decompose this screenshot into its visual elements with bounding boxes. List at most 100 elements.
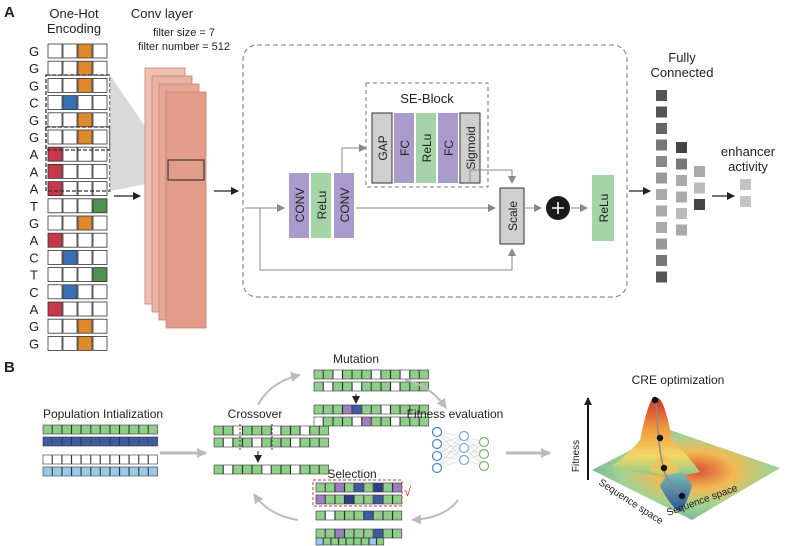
sequence-cell: [148, 466, 158, 477]
se-sigmoid-layer: Sigmoid: [459, 112, 481, 184]
onehot-cell: [77, 129, 93, 145]
onehot-cell: [77, 335, 93, 351]
onehot-cell: [62, 301, 78, 317]
sequence-cell: [338, 537, 347, 546]
onehot-cell: [92, 215, 108, 231]
sequence-cell: [382, 494, 393, 505]
nn-node: [478, 448, 490, 460]
sequence-cell: [342, 369, 353, 380]
sequence-cell: [380, 404, 391, 415]
fc-neuron: [694, 182, 705, 194]
sequence-cell: [323, 381, 333, 392]
sequence-cell: [353, 537, 362, 546]
sequence-cell: [380, 381, 391, 392]
population-title: Population Intialization: [43, 407, 163, 421]
sequence-cell: [373, 482, 383, 493]
sequence-cell: [371, 381, 381, 392]
selection-title: Selection: [327, 467, 376, 481]
onehot-title-2: Encoding: [47, 21, 101, 36]
sequence-cell: [334, 528, 345, 539]
sequence-cell: [330, 537, 339, 546]
sequence-cell: [352, 381, 362, 392]
sequence-cell: [400, 381, 410, 392]
sequence-cell: [71, 454, 82, 465]
sequence-cell: [409, 369, 420, 380]
onehot-cell: [47, 112, 63, 128]
fc-neuron: [676, 142, 687, 153]
sequence-cell: [280, 425, 291, 436]
mutation-title: Mutation: [333, 352, 379, 366]
sequence-cell: [119, 466, 130, 477]
onehot-cell: [62, 146, 78, 162]
onehot-cell: [77, 301, 93, 317]
sequence-cell: [232, 464, 243, 475]
sequence-cell: [344, 510, 355, 521]
sequence-cell: [315, 528, 326, 539]
crossover-sequences: [213, 424, 329, 475]
sequence-cell: [300, 464, 310, 475]
onehot-cell: [92, 112, 108, 128]
sequence-letter: G: [29, 61, 39, 76]
se-fc2-layer: FC: [438, 113, 458, 183]
sequence-cell: [315, 494, 326, 505]
sequence-cell: [392, 510, 403, 521]
sequence-cell: [42, 436, 53, 447]
onehot-cell: [62, 129, 78, 145]
fc-neuron: [676, 175, 687, 186]
sequence-cell: [361, 416, 372, 427]
sequence-cell: [52, 466, 62, 477]
sequence-cell: [400, 369, 410, 380]
onehot-cell: [62, 181, 78, 197]
nn-node: [431, 438, 443, 450]
nn-node: [478, 460, 490, 472]
output-label-1: enhancer: [721, 144, 776, 159]
onehot-cell: [77, 198, 93, 214]
onehot-cell: [77, 318, 93, 334]
sequence-letter: A: [30, 182, 39, 197]
population-sequences: ...: [42, 424, 158, 477]
onehot-cell: [62, 215, 78, 231]
sequence-cell: [61, 466, 72, 477]
onehot-cell: [92, 60, 108, 76]
sequence-cell: [232, 437, 243, 448]
conv-filter-size: filter size = 7: [153, 27, 215, 39]
sequence-cell: [129, 424, 139, 435]
sequence-cell: [81, 436, 91, 447]
fc-neuron: [656, 205, 667, 217]
onehot-cell: [62, 318, 78, 334]
sequence-cell: [71, 424, 82, 435]
onehot-cell: [47, 129, 63, 145]
sequence-cell: [319, 437, 329, 448]
onehot-cell: [77, 181, 93, 197]
fc-title-2: Connected: [651, 65, 714, 80]
sequence-cell: [325, 482, 335, 493]
sequence-letter: G: [29, 113, 39, 128]
sequence-cell: [81, 454, 91, 465]
sequence-cell: [363, 482, 374, 493]
sequence-cell: [390, 404, 401, 415]
onehot-cell: [77, 284, 93, 300]
onehot-cell: [92, 78, 108, 93]
fc-neuron: [656, 156, 667, 167]
onehot-cell: [47, 181, 63, 197]
sequence-letter: G: [29, 216, 39, 231]
onehot-cell: [77, 78, 93, 93]
sequence-cell: [129, 466, 139, 477]
sequence-cell: [290, 425, 301, 436]
relu-se-label: ReLu: [420, 134, 434, 163]
onehot-cell: [77, 112, 93, 128]
fc-neuron: [694, 199, 705, 210]
nn-node: [431, 450, 443, 462]
fc-neuron: [656, 255, 667, 266]
sequence-cell: [354, 510, 364, 521]
onehot-cell: [47, 301, 63, 317]
sequence-cell: [242, 425, 253, 436]
sequence-cell: [119, 424, 130, 435]
onehot-cell: [77, 146, 93, 162]
sequence-cell: [390, 381, 401, 392]
sequence-cell: [129, 436, 139, 447]
sequence-cell: [42, 454, 53, 465]
sequence-cell: [325, 510, 335, 521]
conv2-layer: CONV: [334, 173, 354, 238]
onehot-cell: [77, 43, 93, 59]
